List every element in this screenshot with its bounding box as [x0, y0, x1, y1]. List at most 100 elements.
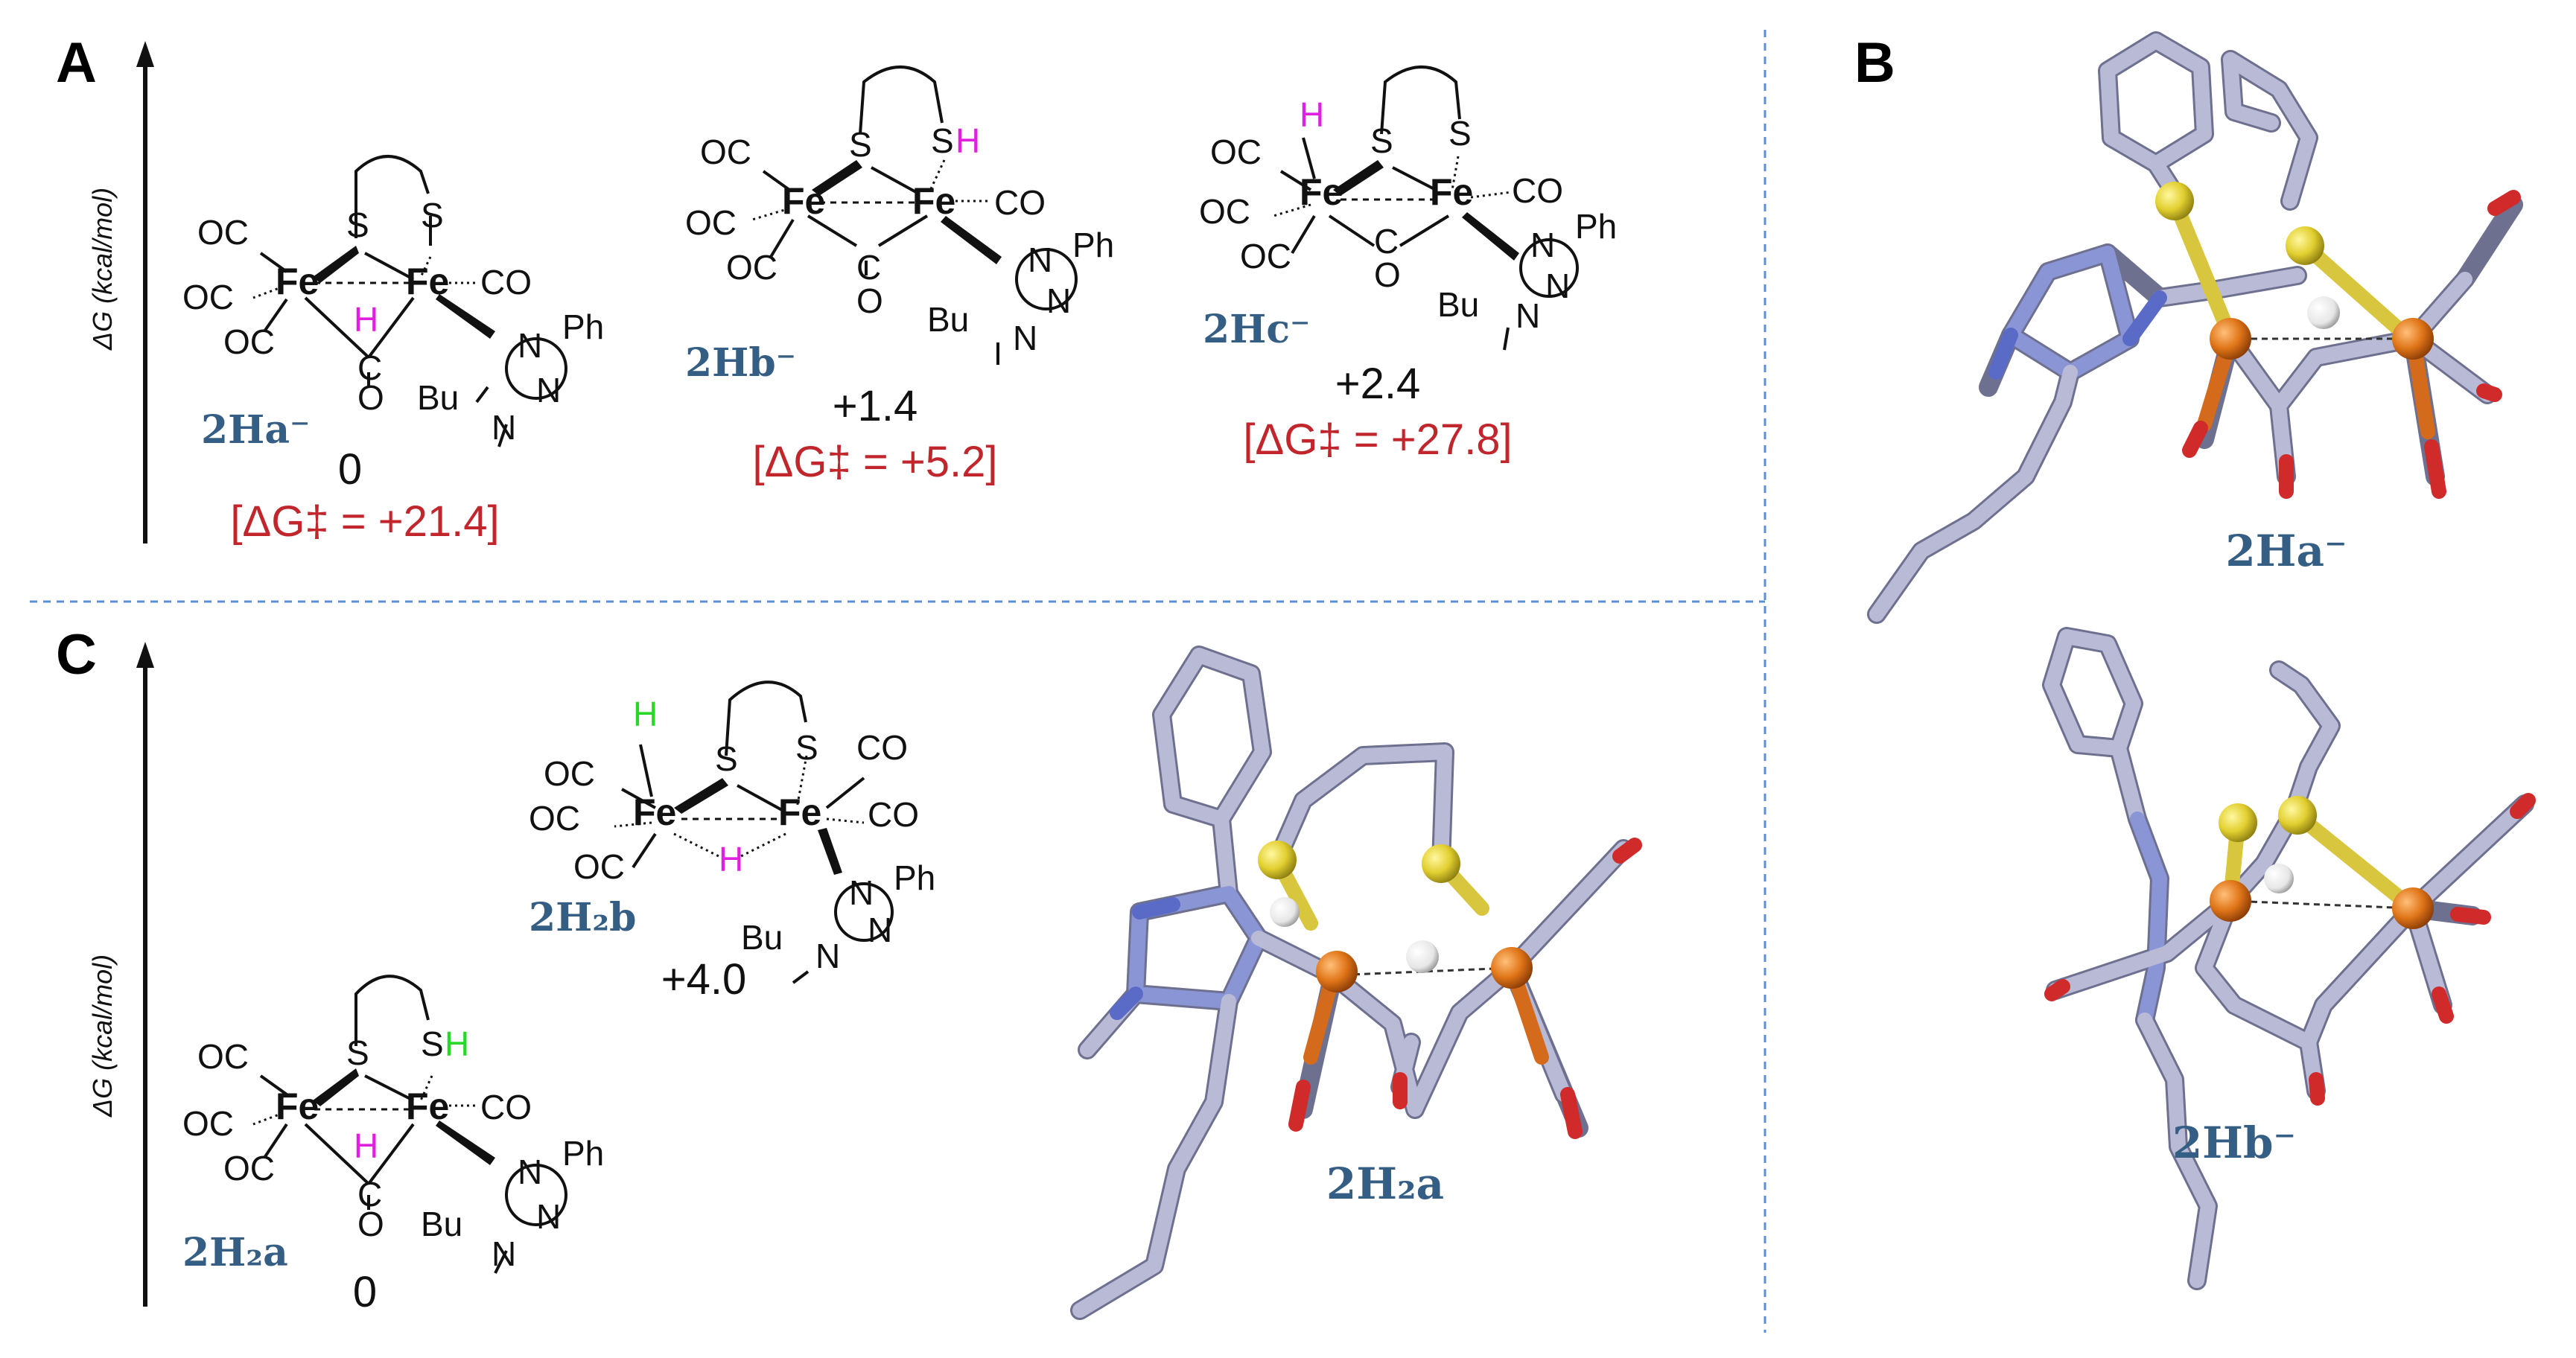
atom-fe: Fe: [782, 180, 825, 222]
atom-oc: OC: [544, 754, 595, 793]
structure-2hc: H OC OC OC Fe Fe S S CO C O N N N Ph Bu: [1199, 66, 1617, 351]
barrier-2hb: [ΔG‡ = +5.2]: [753, 438, 998, 486]
atom-co: CO: [480, 1088, 532, 1126]
thiol-h: H: [955, 121, 980, 160]
atom-fe: Fe: [778, 791, 821, 833]
energy-2ha: 0: [338, 445, 362, 494]
panel-label-a: A: [56, 31, 97, 95]
atom-s: S: [849, 125, 872, 164]
model-name-2hb: 2Hb⁻: [2172, 1118, 2296, 1168]
barrier-2hc: [ΔG‡ = +27.8]: [1243, 415, 1512, 464]
atom-n: N: [1028, 240, 1052, 279]
panel-label-b: B: [1854, 31, 1895, 95]
structure-2ha: OC OC OC Fe Fe S S H CO C O N N N Ph Bu: [182, 155, 604, 447]
atom-c: C: [357, 348, 382, 387]
energy-2hb: +1.4: [833, 382, 918, 430]
atom-fe: Fe: [1300, 171, 1343, 213]
atom-co: CO: [480, 263, 532, 302]
atom-oc: OC: [197, 213, 249, 252]
model-3d-2ha: [1867, 31, 2523, 624]
atom-c: C: [357, 1175, 382, 1214]
compound-name-2ha: 2Ha⁻: [201, 407, 310, 453]
atom-n: N: [1013, 319, 1037, 357]
hydride-h: H: [354, 300, 378, 339]
atom-n: N: [1046, 281, 1071, 320]
atom-oc: OC: [1199, 192, 1250, 231]
atom-oc: OC: [573, 847, 625, 886]
atom-bu: Bu: [417, 378, 459, 417]
atom-o: O: [357, 1205, 384, 1243]
compound-name-2h2b: 2H₂b: [529, 895, 636, 940]
atom-n: N: [536, 1197, 561, 1236]
atom-oc: OC: [182, 1104, 234, 1143]
atom-s: S: [346, 205, 369, 244]
hydride-h: H: [633, 695, 658, 733]
atom-oc: OC: [700, 133, 751, 171]
atom-s: S: [421, 196, 444, 235]
panel-label-c: C: [56, 623, 97, 686]
energy-axis-a: ΔG (kcal/mol): [87, 41, 154, 543]
atom-bu: Bu: [741, 918, 783, 957]
hydride-h: H: [354, 1126, 378, 1165]
axis-label-a: ΔG (kcal/mol): [87, 188, 118, 351]
atom-o: O: [856, 281, 883, 320]
atom-n: N: [868, 911, 892, 949]
atom-n: N: [536, 371, 561, 409]
hydride-h: H: [719, 840, 743, 879]
atom-bu: Bu: [421, 1205, 462, 1243]
compound-name-2hb: 2Hb⁻: [685, 340, 796, 386]
atom-co: CO: [868, 795, 919, 834]
atom-fe: Fe: [633, 791, 676, 833]
atom-bu: Bu: [927, 300, 969, 339]
atom-co: CO: [856, 728, 908, 767]
structure-2hb: OC OC OC Fe Fe S S H CO C O N N N Ph Bu: [685, 66, 1114, 365]
atom-s: S: [795, 728, 818, 767]
energy-2h2a: 0: [353, 1268, 377, 1316]
thiol-h: H: [445, 1024, 469, 1063]
atom-c: C: [1374, 222, 1399, 261]
atom-ph: Ph: [894, 858, 935, 897]
atom-s: S: [1370, 121, 1393, 160]
atom-c: C: [856, 248, 881, 287]
structure-2h2a: OC OC OC Fe Fe S S H H CO C O N N N Ph B…: [182, 975, 604, 1274]
atom-n: N: [492, 1234, 516, 1273]
atom-n: N: [492, 408, 516, 447]
atom-fe: Fe: [276, 1086, 319, 1127]
atom-fe: Fe: [912, 180, 955, 222]
atom-fe: Fe: [1430, 171, 1473, 213]
atom-ph: Ph: [1072, 226, 1114, 264]
atom-n: N: [1516, 296, 1540, 335]
atom-n: N: [518, 1153, 542, 1191]
compound-name-2hc: 2Hc⁻: [1203, 307, 1310, 352]
energy-axis-c: ΔG (kcal/mol): [87, 642, 154, 1307]
hydride-h: H: [1300, 95, 1324, 134]
barrier-2ha: [ΔG‡ = +21.4]: [230, 497, 499, 546]
model-3d-2hb: [2042, 627, 2536, 1290]
atom-n: N: [1530, 226, 1555, 264]
atom-fe: Fe: [406, 261, 449, 302]
model-3d-2h2a: [1070, 645, 1642, 1320]
atom-bu: Bu: [1437, 285, 1479, 324]
atom-ph: Ph: [1575, 207, 1617, 246]
atom-co: CO: [994, 183, 1046, 222]
atom-s: S: [715, 739, 738, 778]
atom-o: O: [357, 378, 384, 417]
atom-oc: OC: [197, 1037, 249, 1076]
atom-oc: OC: [223, 1149, 275, 1188]
atom-oc: OC: [182, 278, 234, 316]
atom-oc: OC: [1210, 133, 1262, 171]
structure-2h2b: H OC OC OC Fe Fe S S H CO CO N N N Ph Bu: [529, 680, 935, 984]
atom-o: O: [1374, 255, 1401, 294]
atom-ph: Ph: [562, 1134, 604, 1173]
atom-n: N: [815, 937, 840, 975]
atom-ph: Ph: [562, 307, 604, 346]
atom-s: S: [346, 1033, 369, 1072]
axis-label-c: ΔG (kcal/mol): [87, 954, 118, 1118]
atom-fe: Fe: [406, 1086, 449, 1127]
atom-n: N: [849, 873, 874, 912]
energy-2hc: +2.4: [1335, 360, 1421, 408]
atom-n: N: [518, 326, 542, 365]
atom-oc: OC: [1240, 237, 1291, 275]
atom-oc: OC: [685, 203, 737, 242]
